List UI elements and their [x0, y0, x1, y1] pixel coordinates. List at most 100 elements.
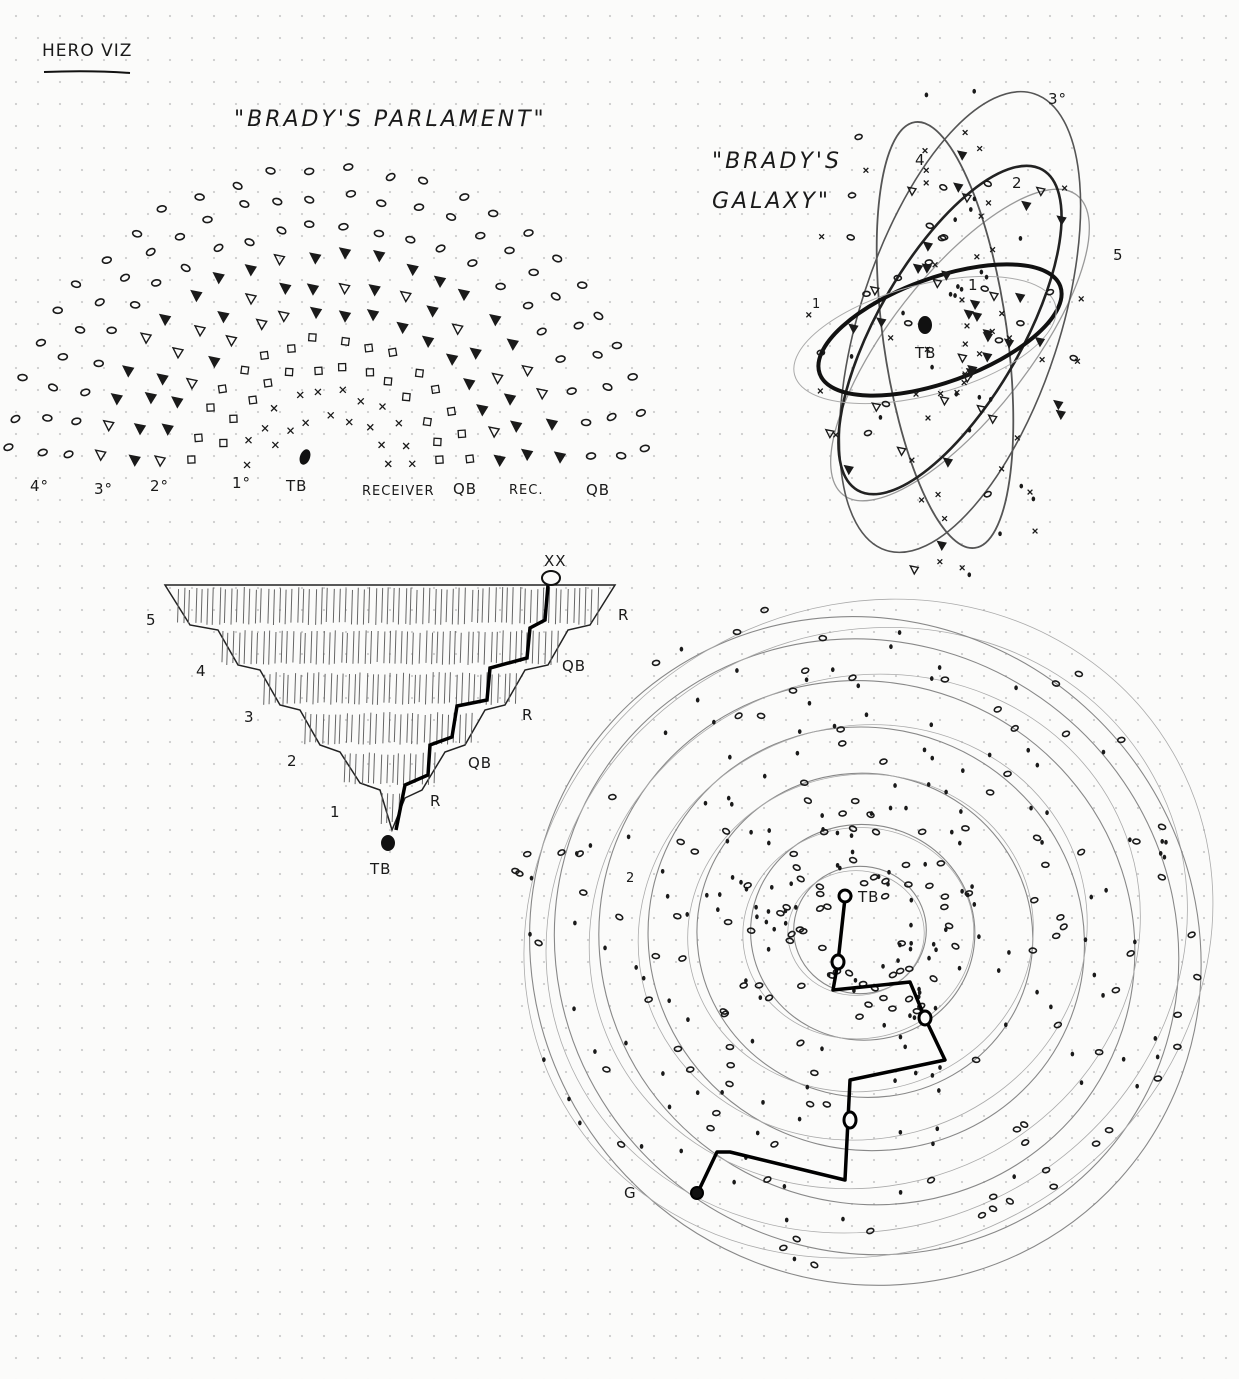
mark-circle — [202, 215, 213, 224]
mark-dot — [1121, 1056, 1126, 1062]
mark-circle — [936, 860, 946, 867]
mark-dot — [1079, 1080, 1084, 1086]
mark-circle — [1016, 319, 1025, 327]
hatch-line — [315, 589, 318, 625]
mark-dot — [1083, 937, 1088, 943]
mark-circle — [823, 903, 832, 911]
hatch-line — [309, 714, 312, 743]
mark-circle — [194, 193, 205, 201]
mark-cross — [954, 389, 960, 396]
mark-cross — [923, 167, 930, 174]
pyramid-role-label-1: R — [618, 606, 629, 624]
hatch-line — [431, 672, 434, 704]
mark-circle — [706, 1124, 715, 1132]
mark-dot — [924, 92, 929, 98]
mark-square — [229, 414, 238, 424]
mark-dot — [1164, 839, 1168, 845]
mark-circle — [57, 353, 69, 361]
mark-circle — [971, 1056, 981, 1064]
hatch-line — [445, 589, 448, 623]
parliament-title: "BRADY'S PARLAMENT" — [234, 107, 547, 132]
mark-triangle — [957, 353, 968, 364]
mark-circle — [816, 349, 826, 356]
mark-dot — [926, 782, 931, 787]
hatch-line — [448, 631, 451, 665]
mark-dot — [725, 838, 730, 844]
mark-triangle — [521, 364, 534, 378]
mark-dot — [728, 754, 732, 760]
mark-circle — [810, 1069, 819, 1077]
mark-triangle — [133, 423, 147, 436]
hatch-line — [461, 672, 464, 704]
hatch-line — [544, 631, 547, 665]
hatch-line — [437, 672, 440, 704]
hatch-line — [243, 630, 246, 664]
mark-triangle — [156, 373, 169, 386]
mark-triangle — [193, 324, 207, 338]
hatch-line — [256, 632, 259, 664]
hatch-line — [323, 673, 326, 703]
mark-circle — [796, 982, 806, 990]
mark-circle — [1193, 973, 1202, 981]
hatch-line — [341, 673, 344, 704]
hatch-line — [299, 674, 302, 704]
mark-dot — [913, 1070, 918, 1076]
mark-dot — [661, 1071, 665, 1076]
hatch-line — [458, 714, 461, 744]
mark-triangle — [277, 310, 290, 323]
hatch-line — [358, 672, 361, 705]
hatch-line — [177, 589, 180, 623]
mark-square — [465, 454, 475, 464]
mark-circle — [615, 451, 627, 460]
mark-triangle — [843, 464, 854, 476]
mark-square — [457, 429, 467, 439]
mark-circle — [474, 231, 486, 240]
mark-circle — [803, 797, 813, 805]
mark-cross — [817, 388, 824, 394]
mark-dot — [908, 1013, 912, 1019]
mark-dot — [750, 1038, 755, 1044]
mark-circle — [815, 905, 825, 912]
mark-circle — [1032, 834, 1042, 842]
hatch-line — [330, 673, 333, 705]
hatch-line — [573, 588, 576, 623]
mark-triangle — [255, 318, 268, 331]
mark-circle — [685, 1066, 695, 1073]
mark-circle — [651, 952, 661, 960]
mark-triangle — [976, 404, 987, 416]
mark-triangle — [922, 241, 934, 252]
hatch-line — [358, 714, 361, 745]
mark-triangle — [961, 373, 973, 384]
spiral-ring — [553, 638, 1180, 1256]
mark-triangle — [942, 457, 954, 468]
mark-dot — [830, 667, 835, 673]
mark-dot — [927, 955, 931, 961]
hatch-line — [235, 589, 238, 623]
mark-circle — [739, 982, 749, 989]
mark-dot — [909, 897, 914, 903]
hatch-line — [343, 754, 346, 783]
mark-dot — [758, 995, 763, 1001]
pyramid-level-label-5: 5 — [146, 611, 157, 629]
mark-dot — [944, 927, 948, 933]
hatch-line — [428, 587, 431, 624]
hatch-line — [238, 632, 241, 665]
mark-dot — [729, 801, 734, 807]
mark-cross — [402, 442, 410, 450]
mark-cross — [296, 391, 304, 399]
parliament-axis-label-receiver: RECEIVER — [362, 484, 435, 499]
hatch-line — [335, 674, 338, 703]
hatch-line — [416, 714, 419, 745]
parliament-axis-label-qb: QB — [453, 480, 477, 498]
mark-dot — [937, 665, 942, 670]
mark-circle — [10, 414, 21, 424]
mark-circle — [1059, 923, 1068, 931]
hatch-line — [322, 714, 325, 744]
mark-circle — [848, 856, 858, 864]
mark-circle — [343, 163, 354, 171]
pyramid-top-label: XX — [544, 552, 567, 570]
spiral-node-3 — [842, 1110, 858, 1130]
mark-triangle — [987, 414, 998, 425]
mark-circle — [815, 883, 825, 891]
hatch-line — [303, 632, 306, 664]
